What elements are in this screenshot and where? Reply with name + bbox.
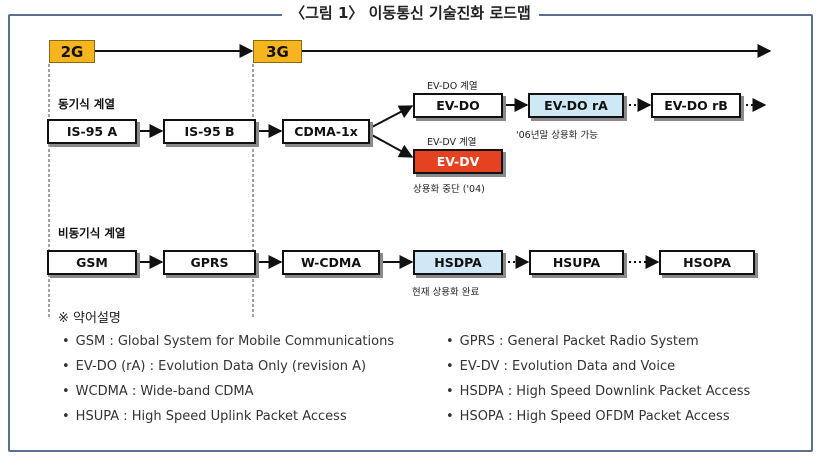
ev-dv-series-label: EV-DV 계열 xyxy=(427,137,477,148)
ev-do-ra-note: '06년말 상용화 가능 xyxy=(516,130,598,141)
node-gsm: GSM xyxy=(47,250,137,275)
node-ev-do-rb: EV-DO rB xyxy=(651,93,741,118)
generation-3g: 3G xyxy=(253,40,302,63)
node-ev-dv: EV-DV xyxy=(413,149,503,174)
ev-do-series-label: EV-DO 계열 xyxy=(427,81,478,92)
arrow-cdma-evdo xyxy=(369,105,414,129)
glossary-item-hsopa: •HSOPA : High Speed OFDM Packet Access xyxy=(446,409,730,424)
glossary-heading: ※ 약어설명 xyxy=(58,311,121,326)
glossary-item-gprs: •GPRS : General Packet Radio System xyxy=(446,334,699,349)
glossary-item-gsm: •GSM : Global System for Mobile Communic… xyxy=(62,334,395,349)
node-hsopa: HSOPA xyxy=(659,250,755,275)
ev-dv-note: 상용화 중단 ('04) xyxy=(413,184,485,195)
node-w-cdma: W-CDMA xyxy=(282,250,380,275)
sync-series-label: 동기식 계열 xyxy=(58,97,115,111)
arrow-cdma-evdv xyxy=(369,133,414,158)
node-is95b: IS-95 B xyxy=(163,119,256,144)
glossary-item-hsupa: •HSUPA : High Speed Uplink Packet Access xyxy=(62,409,347,424)
glossary-item-hsdpa: •HSDPA : High Speed Downlink Packet Acce… xyxy=(446,384,751,399)
node-gprs: GPRS xyxy=(163,250,256,275)
generation-2g: 2G xyxy=(49,40,95,63)
node-hsdpa: HSDPA xyxy=(413,250,503,275)
node-hsupa: HSUPA xyxy=(529,250,624,275)
hsdpa-note: 현재 상용화 완료 xyxy=(412,287,480,298)
glossary-item-wcdma: •WCDMA : Wide-band CDMA xyxy=(62,384,254,399)
async-series-label: 비동기식 계열 xyxy=(58,226,126,240)
glossary-item-ev-do: •EV-DO (rA) : Evolution Data Only (revis… xyxy=(62,359,367,374)
node-cdma-1x: CDMA-1x xyxy=(282,119,370,144)
node-ev-do: EV-DO xyxy=(413,93,503,118)
glossary-item-ev-dv: •EV-DV : Evolution Data and Voice xyxy=(446,359,676,374)
diagram-title-wrap: 〈그림 1〉 이동통신 기술진화 로드맵 xyxy=(0,2,821,26)
node-ev-do-ra: EV-DO rA xyxy=(528,93,624,118)
node-is95a: IS-95 A xyxy=(47,119,137,144)
diagram-title: 〈그림 1〉 이동통신 기술진화 로드맵 xyxy=(282,4,539,22)
